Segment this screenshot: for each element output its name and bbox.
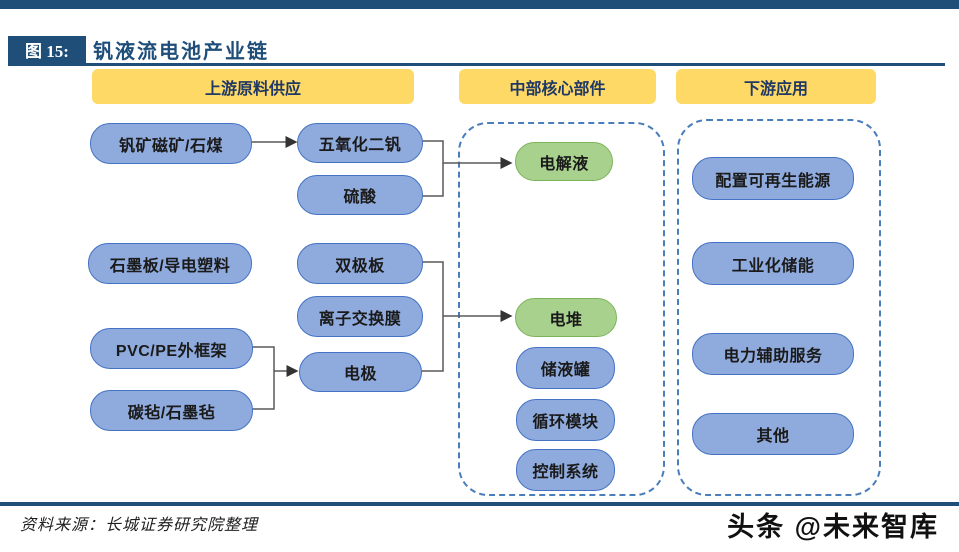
header-midstream: 中部核心部件: [459, 69, 656, 104]
source-note: 资料来源：长城证券研究院整理: [20, 517, 259, 534]
header-upstream: 上游原料供应: [92, 69, 414, 104]
node-circulation-module: 循环模块: [516, 399, 615, 441]
downstream-group-container: [677, 119, 881, 496]
midstream-group-container: [458, 122, 665, 496]
node-bipolar-plate: 双极板: [297, 243, 423, 284]
header-downstream: 下游应用: [676, 69, 876, 104]
figure-title: 钒液流电池产业链: [93, 40, 269, 63]
node-pvc-pe-frame: PVC/PE外框架: [90, 328, 253, 369]
node-electrode: 电极: [299, 352, 422, 392]
node-ion-exchange-membrane: 离子交换膜: [297, 296, 423, 337]
node-graphite-plate: 石墨板/导电塑料: [88, 243, 252, 284]
top-accent-bar: [0, 0, 959, 9]
title-divider: [8, 63, 945, 66]
node-control-system: 控制系统: [516, 449, 615, 491]
node-vanadium-ore: 钒矿磁矿/石煤: [90, 123, 252, 164]
node-sulfuric-acid: 硫酸: [297, 175, 423, 215]
footer-divider: [0, 502, 959, 506]
node-other: 其他: [692, 413, 854, 455]
watermark-toutiao: 头条 @未来智库: [727, 512, 939, 542]
figure-number-badge: 图 15:: [8, 36, 86, 63]
node-electrolyte: 电解液: [515, 142, 613, 181]
node-stack: 电堆: [515, 298, 617, 337]
node-renewable-energy-config: 配置可再生能源: [692, 157, 854, 200]
node-v2o5: 五氧化二钒: [297, 123, 423, 163]
node-storage-tank: 储液罐: [516, 347, 615, 389]
node-power-ancillary-service: 电力辅助服务: [692, 333, 854, 375]
node-industrial-storage: 工业化储能: [692, 242, 854, 285]
node-carbon-felt: 碳毡/石墨毡: [90, 390, 253, 431]
